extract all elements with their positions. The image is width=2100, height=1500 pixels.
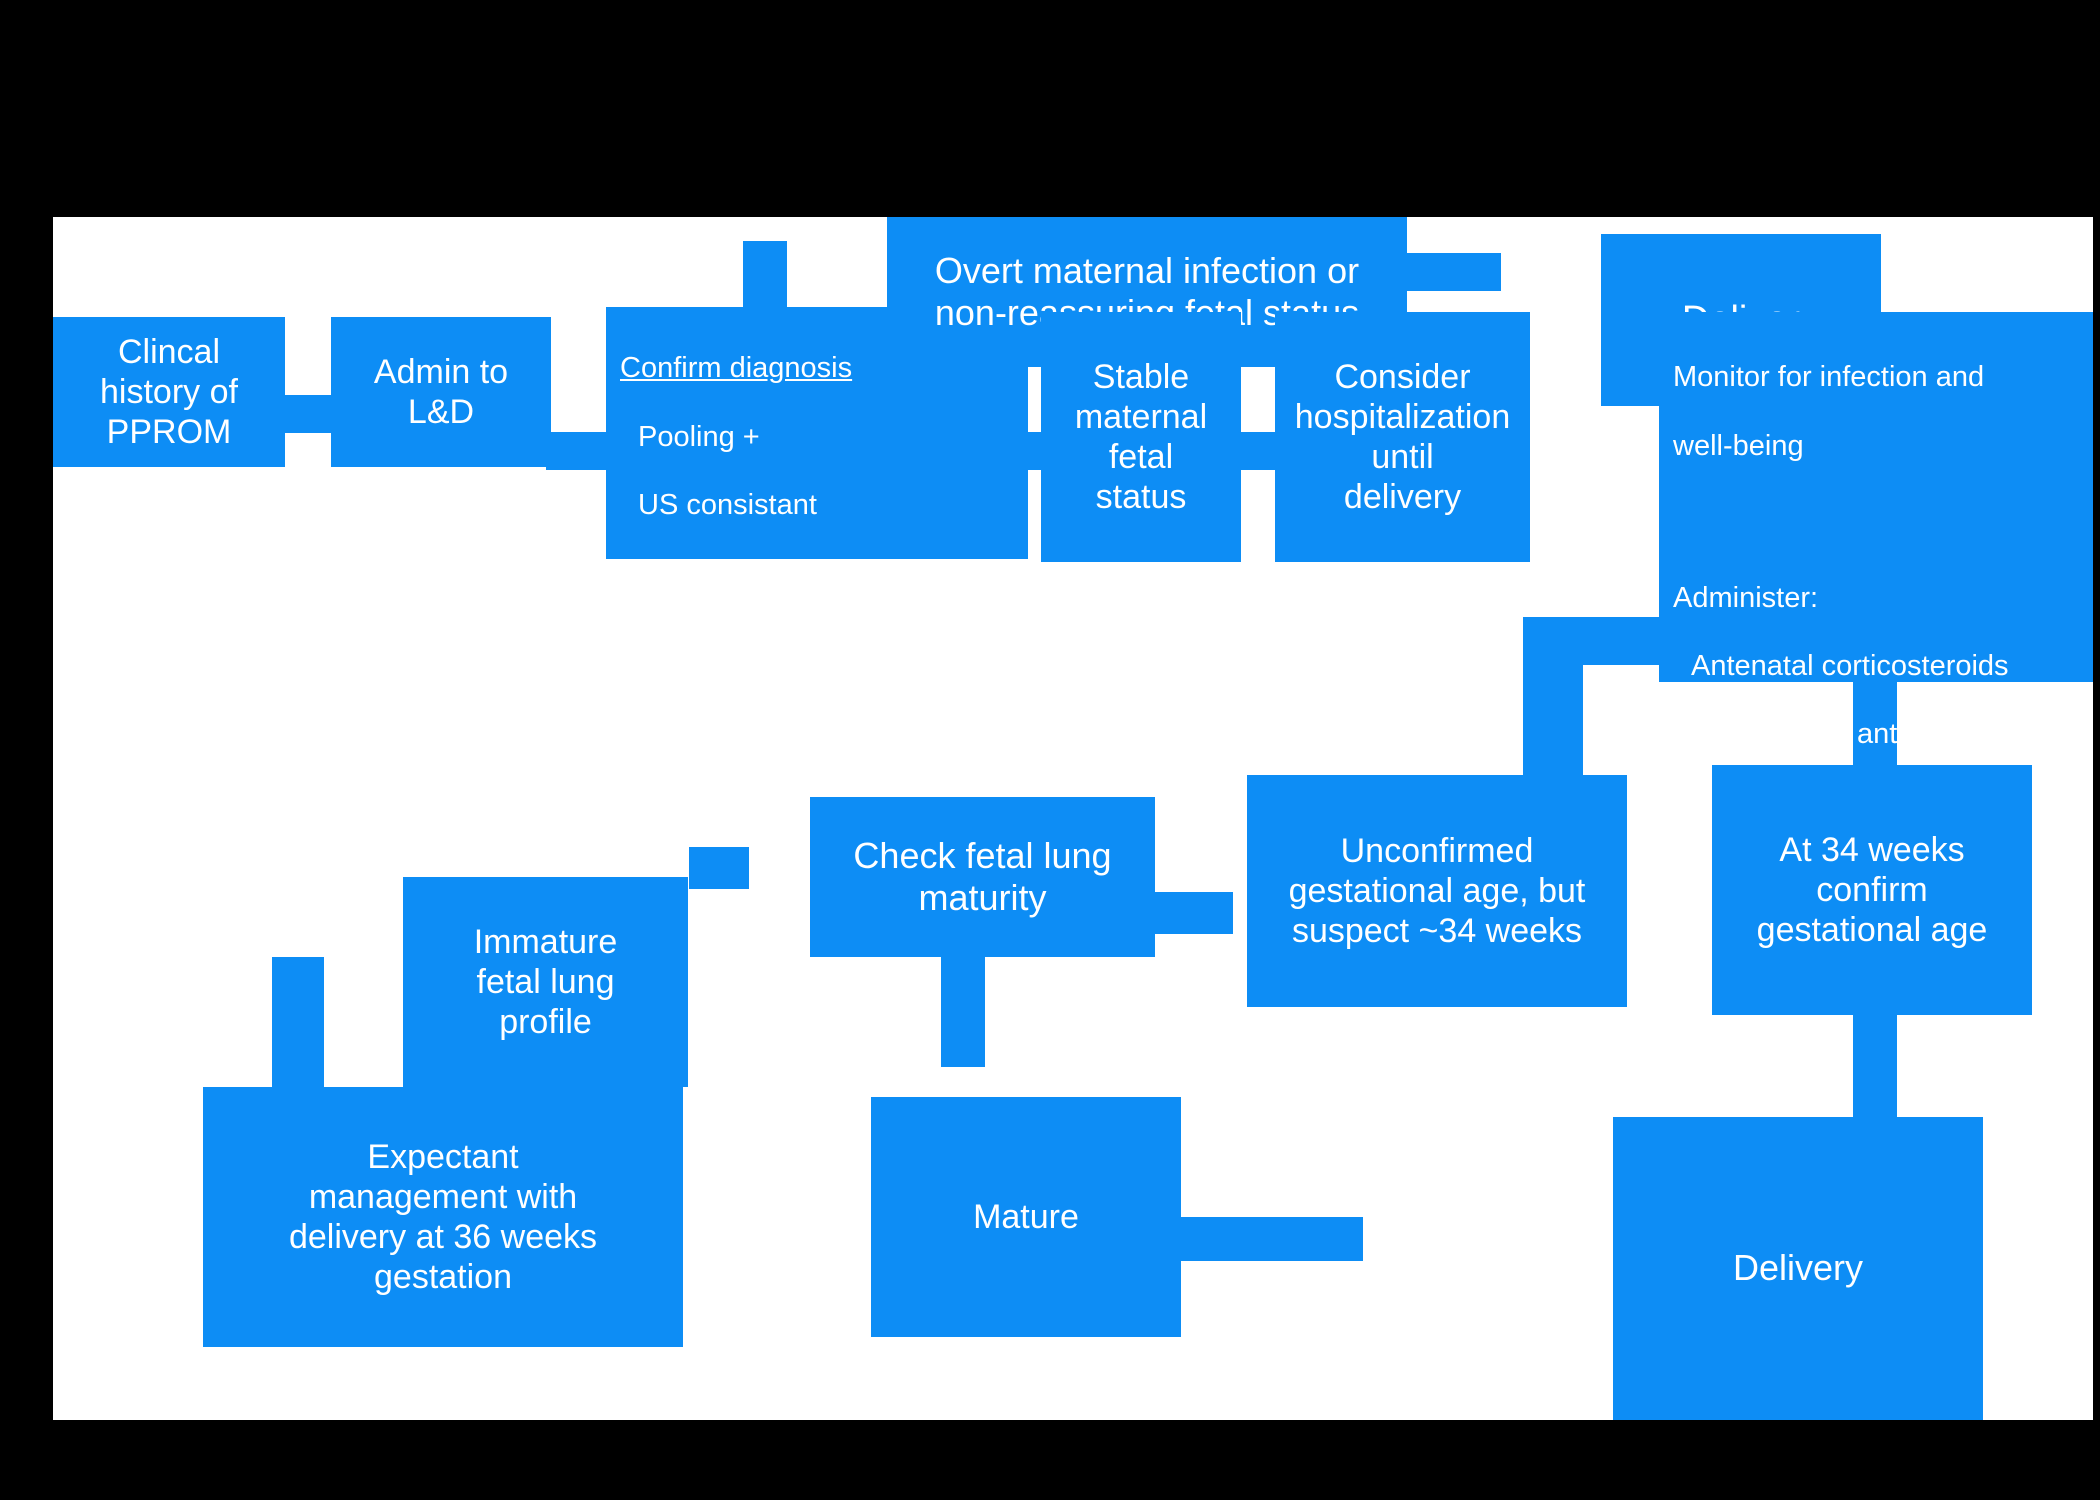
monitor-spacer-2 (1673, 522, 2079, 547)
node-check-lung-maturity-label: Check fetal lung maturity (853, 834, 1112, 918)
node-clinical-history-label: Clincal history of PPROM (100, 332, 238, 452)
connector-monitor-to-unconfirmed-vertical (1523, 657, 1583, 777)
confirm-diagnosis-item-5: ROM Plus (638, 762, 771, 795)
node-clinical-history[interactable]: Clincal history of PPROM (53, 317, 285, 467)
node-confirm-diagnosis[interactable]: Confirm diagnosis Pooling + US consistan… (606, 307, 1028, 795)
monitor-administer-item-1: Prophylactic antibiotics (1691, 718, 1986, 751)
connector-unconfirmed-to-check (1153, 892, 1233, 934)
node-at-34-weeks-label: At 34 weeks confirm gestational age (1756, 830, 1988, 950)
node-mature-label: Mature (973, 1197, 1079, 1236)
node-at-34-weeks[interactable]: At 34 weeks confirm gestational age (1712, 765, 2032, 1015)
node-delivery[interactable]: Delivery (1613, 1117, 1983, 1420)
node-check-lung-maturity[interactable]: Check fetal lung maturity (810, 797, 1155, 957)
node-monitor-administer[interactable]: Monitor for infection and well-being Adm… (1659, 312, 2093, 750)
node-delivery-label: Delivery (1732, 1247, 1864, 1289)
confirm-diagnosis-item-2: Nitrazine and Ferntests (638, 557, 938, 590)
monitor-administer-item-0: Antenatal corticosteroids (1691, 650, 2009, 683)
node-stable-status[interactable]: Stable maternal fetal status (1041, 312, 1241, 562)
confirm-diagnosis-item-1: US consistant (638, 489, 817, 522)
monitor-spacer (1673, 463, 2079, 488)
monitor-line-2: well-being (1673, 429, 1804, 462)
connector-check-to-immature (689, 847, 749, 889)
node-stable-status-label: Stable maternal fetal status (1074, 357, 1208, 517)
node-immature-profile[interactable]: Immature fetal lung profile (403, 877, 688, 1087)
node-mature[interactable]: Mature (871, 1097, 1181, 1337)
node-unconfirmed-age-label: Unconfirmed gestational age, but suspect… (1288, 831, 1586, 951)
node-admit-ld[interactable]: Admin to L&D (331, 317, 551, 467)
node-consider-hospitalization-label: Consider hospitalization until delivery (1294, 357, 1511, 517)
confirm-diagnosis-item-3: Amnisure (638, 625, 761, 658)
node-unconfirmed-age[interactable]: Unconfirmed gestational age, but suspect… (1247, 775, 1627, 1007)
monitor-administer-title: Administer: (1673, 581, 1819, 614)
confirm-diagnosis-title: Confirm diagnosis (620, 352, 853, 385)
node-admit-ld-label: Admin to L&D (373, 352, 509, 431)
confirm-diagnosis-item-0: Pooling + (638, 420, 760, 453)
connector-admit-to-confirm (546, 432, 606, 470)
connector-history-to-admit (281, 395, 331, 433)
connector-at34-to-delivery (1853, 1007, 1897, 1117)
node-immature-profile-label: Immature fetal lung profile (473, 922, 618, 1042)
connector-monitor-to-at34 (1853, 667, 1897, 777)
monitor-line-1: Monitor for infection and (1673, 361, 1985, 394)
node-expectant-management[interactable]: Expectant management with delivery at 36… (203, 1087, 683, 1347)
node-consider-hospitalization[interactable]: Consider hospitalization until delivery (1275, 312, 1530, 562)
confirm-diagnosis-item-4: Actim PROM (638, 694, 806, 727)
node-expectant-management-label: Expectant management with delivery at 36… (288, 1137, 598, 1297)
flowchart-canvas: Clincal history of PPROM Admin to L&D Co… (53, 217, 2093, 1420)
connector-immature-to-expectant-vertical (272, 957, 324, 1093)
